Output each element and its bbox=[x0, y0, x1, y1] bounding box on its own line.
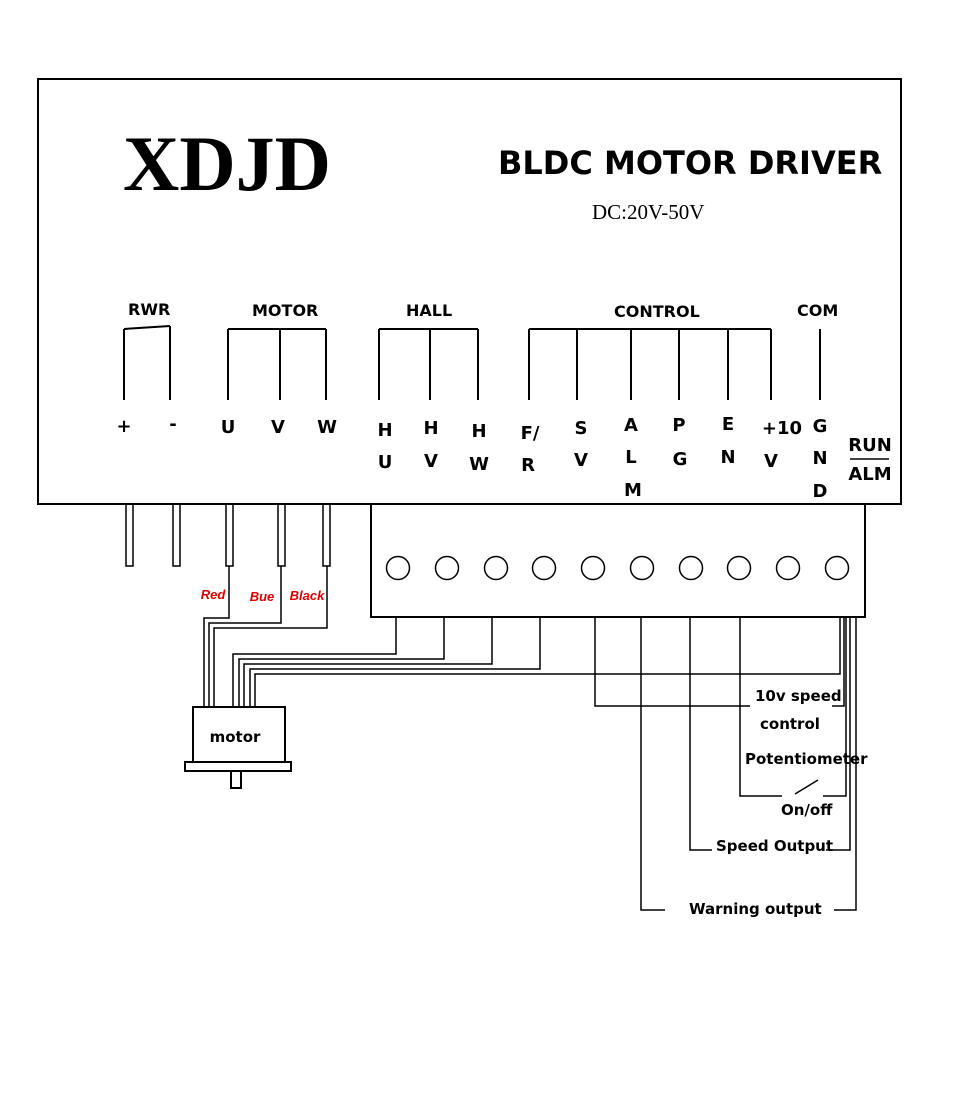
group-label-motor: MOTOR bbox=[252, 301, 318, 320]
group-label-control: CONTROL bbox=[614, 302, 700, 321]
pin-gnd-3: D bbox=[813, 481, 828, 502]
hall-wires bbox=[232, 618, 841, 708]
pin-10v-1: +10 bbox=[762, 418, 802, 439]
terminal-screws bbox=[385, 555, 850, 581]
terminal-screw bbox=[483, 555, 509, 581]
pin-hw-1: H bbox=[471, 421, 486, 442]
led-run-label: RUN bbox=[848, 435, 892, 456]
pin-hv-2: V bbox=[424, 451, 438, 472]
power-bracket bbox=[123, 325, 171, 400]
group-label-power: RWR bbox=[128, 300, 170, 319]
pin-plus: + bbox=[116, 416, 131, 437]
pin-hv-1: H bbox=[423, 418, 438, 439]
terminal-screw bbox=[678, 555, 704, 581]
pin-sv-2: V bbox=[574, 450, 588, 471]
annotation-speed-control-1: 10v speed bbox=[755, 687, 842, 705]
terminal-screw bbox=[824, 555, 850, 581]
pin-en-1: E bbox=[722, 414, 734, 435]
led-alm-label: ALM bbox=[848, 464, 891, 485]
driver-title: BLDC MOTOR DRIVER bbox=[498, 144, 882, 182]
group-label-com: COM bbox=[797, 301, 838, 320]
annotation-speed-output: Speed Output bbox=[716, 837, 833, 855]
terminal-leads bbox=[125, 505, 331, 567]
pin-alm-1: A bbox=[624, 415, 638, 436]
pin-alm-3: M bbox=[624, 480, 642, 501]
pin-fr-1: F/ bbox=[521, 423, 540, 444]
wire-label-black: Black bbox=[290, 588, 325, 603]
terminal-screw bbox=[434, 555, 460, 581]
pin-alm-2: L bbox=[625, 447, 636, 468]
control-terminal-block bbox=[370, 503, 866, 618]
pin-minus: - bbox=[169, 414, 176, 435]
pin-u: U bbox=[221, 417, 236, 438]
wire-label-blue: Bue bbox=[250, 589, 275, 604]
motor-label: motor bbox=[210, 728, 261, 746]
terminal-screw bbox=[385, 555, 411, 581]
wire-label-red: Red bbox=[201, 587, 227, 602]
annotation-onoff: On/off bbox=[781, 801, 833, 819]
terminal-screw bbox=[629, 555, 655, 581]
pin-gnd-1: G bbox=[813, 416, 828, 437]
brand-logo: XDJD bbox=[123, 120, 331, 207]
pin-v: V bbox=[271, 417, 285, 438]
terminal-screw bbox=[775, 555, 801, 581]
control-wires bbox=[594, 618, 857, 911]
pin-fr-2: R bbox=[521, 455, 535, 476]
hall-bracket bbox=[378, 328, 479, 400]
pin-10v-2: V bbox=[764, 451, 778, 472]
voltage-rating: DC:20V-50V bbox=[592, 200, 704, 224]
terminal-screw bbox=[726, 555, 752, 581]
motor-flange bbox=[184, 761, 292, 772]
annotation-warning-output: Warning output bbox=[689, 900, 822, 918]
terminal-screw bbox=[580, 555, 606, 581]
terminal-screw bbox=[531, 555, 557, 581]
group-label-hall: HALL bbox=[406, 301, 452, 320]
pin-hu-2: U bbox=[378, 452, 393, 473]
motor-phase-wires bbox=[203, 566, 328, 708]
motor-shaft bbox=[230, 770, 242, 789]
pin-pg-2: G bbox=[673, 449, 688, 470]
pin-en-2: N bbox=[720, 447, 735, 468]
control-bracket bbox=[528, 328, 772, 400]
pin-hw-2: W bbox=[469, 454, 489, 475]
pin-sv-1: S bbox=[575, 418, 588, 439]
pin-pg-1: P bbox=[672, 415, 685, 436]
annotation-potentiometer: Potentiometer bbox=[745, 750, 868, 768]
annotation-speed-control-2: control bbox=[760, 715, 820, 733]
pin-gnd-2: N bbox=[812, 448, 827, 469]
pin-w: W bbox=[317, 417, 337, 438]
pin-hu-1: H bbox=[377, 420, 392, 441]
motor-bracket bbox=[227, 328, 327, 400]
